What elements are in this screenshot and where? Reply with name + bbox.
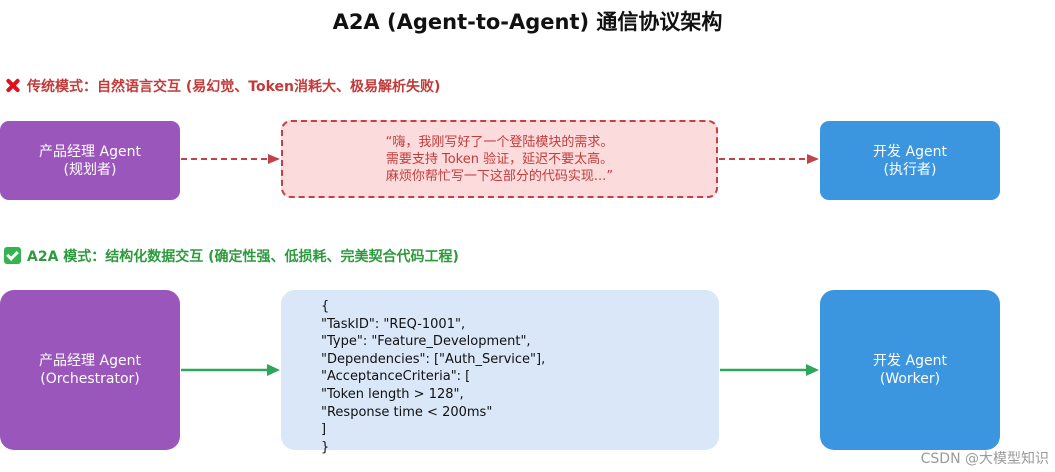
natural-language-message-box: “嗨，我刚写好了一个登陆模块的需求。 需要支持 Token 验证，延迟不要太高。…: [281, 120, 718, 198]
json-line: "AcceptanceCriteria": [: [321, 369, 471, 385]
message-line: “嗨，我刚写好了一个登陆模块的需求。: [385, 134, 614, 150]
node-role: (Orchestrator): [40, 371, 140, 387]
traditional-section-label: 传统模式：自然语言交互 (易幻觉、Token消耗大、极易解析失败): [4, 76, 440, 96]
json-line: "Token length > 128",: [321, 386, 464, 402]
a2a-worker-node: 开发 Agent (Worker): [820, 290, 1000, 450]
structured-json-box: { "TaskID": "REQ-1001", "Type": "Feature…: [281, 290, 719, 455]
node-title: 产品经理 Agent: [39, 353, 141, 369]
a2a-label-text: A2A 模式：结构化数据交互 (确定性强、低损耗、完美契合代码工程): [27, 249, 459, 265]
a2a-arrow-right: [720, 364, 819, 376]
json-line: "Response time < 200ms": [321, 404, 493, 420]
watermark: CSDN @大模型知识: [920, 451, 1049, 467]
node-title: 开发 Agent: [873, 143, 947, 160]
traditional-arrow-right: [719, 154, 819, 164]
json-line: }: [321, 439, 330, 455]
message-line: 麻烦你帮忙写一下这部分的代码实现...”: [385, 168, 614, 184]
node-role: (Worker): [879, 371, 941, 387]
diagram-title: A2A (Agent-to-Agent) 通信协议架构: [332, 10, 723, 34]
json-line: {: [321, 299, 330, 314]
json-line: "Type": "Feature_Development",: [321, 334, 531, 350]
node-title: 产品经理 Agent: [39, 143, 141, 160]
a2a-arrow-left: [181, 364, 280, 376]
traditional-label-text: 传统模式：自然语言交互 (易幻觉、Token消耗大、极易解析失败): [27, 79, 441, 95]
traditional-executor-node: 开发 Agent (执行者): [820, 121, 1000, 200]
message-line: 需要支持 Token 验证，延迟不要太高。: [385, 151, 614, 167]
node-role: (执行者): [883, 161, 937, 178]
json-line: ]: [321, 422, 327, 438]
traditional-arrow-left: [181, 154, 280, 164]
node-role: (规划者): [63, 161, 117, 178]
traditional-planner-node: 产品经理 Agent (规划者): [0, 121, 180, 200]
a2a-section-label: A2A 模式：结构化数据交互 (确定性强、低损耗、完美契合代码工程): [4, 246, 459, 266]
json-line: "TaskID": "REQ-1001",: [321, 316, 466, 332]
node-title: 开发 Agent: [873, 353, 947, 369]
check-mark-icon: [4, 247, 21, 264]
json-line: "Dependencies": ["Auth_Service"],: [321, 351, 546, 367]
a2a-orchestrator-node: 产品经理 Agent (Orchestrator): [0, 290, 180, 450]
